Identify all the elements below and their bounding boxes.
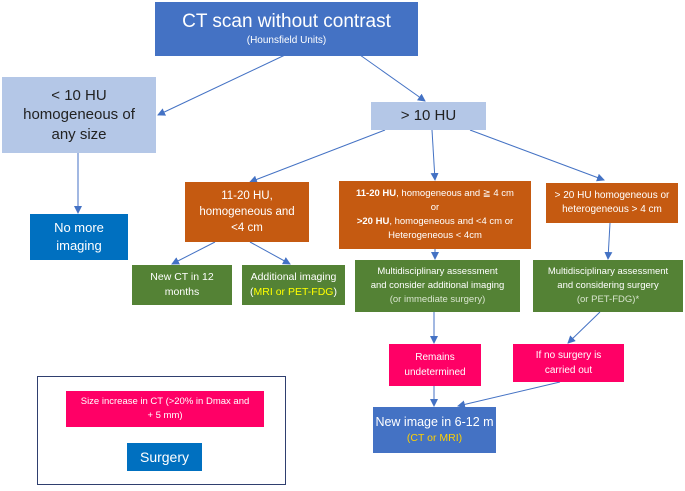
new-ct-line1: New CT in 12 — [150, 271, 214, 284]
hu-middle-line3-bold: >20 HU — [356, 216, 390, 227]
arrow-ct-to-gt10 — [359, 54, 426, 102]
lt10-line1: < 10 HU — [51, 86, 107, 104]
multi1-line1: Multidisciplinary assessment — [377, 266, 498, 278]
multi2-line2: and considering surgery — [557, 280, 659, 292]
size-increase-line1: Size increase in CT (>20% in Dmax and — [80, 396, 250, 408]
additional-imaging-node: Additional imaging (MRI or PET-FDG) — [242, 265, 345, 305]
surgery-label: Surgery — [139, 448, 190, 465]
hu-11-20-small-line1: 11-20 HU, — [221, 189, 273, 202]
hu-middle-line3: >20 HU, homogeneous and <4 cm or — [357, 215, 513, 229]
ct-scan-node: CT scan without contrast (Hounsfield Uni… — [155, 2, 418, 56]
hu-middle-line1: 11-20 HU, homogeneous and ≧ 4 cm — [356, 187, 514, 201]
arrow-ct-to-lt10 — [157, 54, 286, 116]
hu-middle-line4: Heterogeneous < 4cm — [388, 229, 482, 241]
hu-gt20-line2: heterogeneous > 4 cm — [562, 204, 662, 215]
gt10-node: > 10 HU — [371, 102, 486, 130]
no-more-line1: No more — [54, 220, 104, 236]
surgery-node: Surgery — [127, 443, 202, 471]
ct-scan-title: CT scan without contrast — [182, 10, 391, 32]
arrow-multi2-to-ifno — [567, 311, 601, 344]
additional-imaging-line1: Additional imaging — [250, 271, 337, 284]
new-image-line1: New image in 6-12 m — [375, 415, 494, 430]
new-ct-line2: months — [164, 286, 200, 298]
arrow-ifno-to-newimg — [457, 381, 561, 409]
multi1-line2: and consider additional imaging — [370, 280, 505, 292]
hu-gt20-line1: > 20 HU homogeneous or — [554, 189, 670, 201]
hu-gt20-node: > 20 HU homogeneous or heterogeneous > 4… — [546, 183, 678, 223]
lt10-node: < 10 HU homogeneous of any size — [2, 77, 156, 153]
lt10-line2: homogeneous of — [23, 106, 135, 124]
no-more-imaging-node: No more imaging — [30, 214, 128, 260]
multi2-line3: (or PET-FDG)* — [576, 293, 640, 305]
hu-middle-line1-rest: , homogeneous and ≧ 4 cm — [396, 188, 514, 200]
arrow-gt10-to-bright — [469, 129, 605, 182]
arrow-gt10-to-bmid — [430, 129, 439, 181]
multi1-line3: (or immediate surgery) — [389, 293, 486, 305]
arrow-bright-to-multi2 — [604, 222, 613, 260]
multi2-line1: Multidisciplinary assessment — [547, 266, 669, 278]
hu-11-20-small-line3: <4 cm — [231, 222, 263, 235]
remains-line1: Remains — [415, 352, 455, 363]
size-increase-node: Size increase in CT (>20% in Dmax and + … — [66, 391, 264, 427]
ct-scan-subtitle: (Hounsfield Units) — [246, 35, 327, 47]
additional-imaging-open: ( — [250, 286, 254, 298]
hu-11-20-small-line2: homogeneous and — [199, 205, 295, 218]
gt10-label: > 10 HU — [400, 107, 457, 124]
arrow-b1120-to-newct — [171, 241, 216, 265]
arrow-gt10-to-b1120 — [249, 129, 386, 184]
if-no-surgery-line2: carried out — [544, 365, 593, 376]
hu-middle-line2: or — [430, 202, 440, 214]
hu-middle-node: 11-20 HU, homogeneous and ≧ 4 cm or >20 … — [339, 181, 531, 249]
multidisciplinary-assessment-surgery-node: Multidisciplinary assessment and conside… — [533, 260, 683, 312]
if-no-surgery-node: If no surgery is carried out — [513, 344, 624, 382]
multidisciplinary-assessment-imaging-node: Multidisciplinary assessment and conside… — [355, 260, 520, 312]
additional-imaging-line2: (MRI or PET-FDG) — [250, 285, 337, 300]
remains-line2: undetermined — [404, 367, 466, 378]
hu-11-20-small-node: 11-20 HU, homogeneous and <4 cm — [185, 182, 309, 242]
arrow-b1120-to-addimg — [249, 241, 291, 265]
if-no-surgery-line1: If no surgery is — [535, 350, 602, 361]
hu-middle-line3-rest: , homogeneous and <4 cm or — [389, 216, 514, 227]
remains-undetermined-node: Remains undetermined — [389, 344, 481, 386]
new-image-6-12-node: New image in 6-12 m (CT or MRI) — [373, 407, 496, 453]
lt10-line3: any size — [51, 125, 107, 143]
no-more-line2: imaging — [56, 238, 102, 253]
additional-imaging-highlight: MRI or PET-FDG — [253, 286, 334, 298]
new-image-line2: (CT or MRI) — [406, 432, 463, 445]
hu-middle-line1-bold: 11-20 HU — [356, 188, 397, 200]
size-increase-line2: + 5 mm) — [147, 410, 183, 421]
additional-imaging-close: ) — [333, 286, 337, 298]
new-ct-12-months-node: New CT in 12 months — [132, 265, 232, 305]
